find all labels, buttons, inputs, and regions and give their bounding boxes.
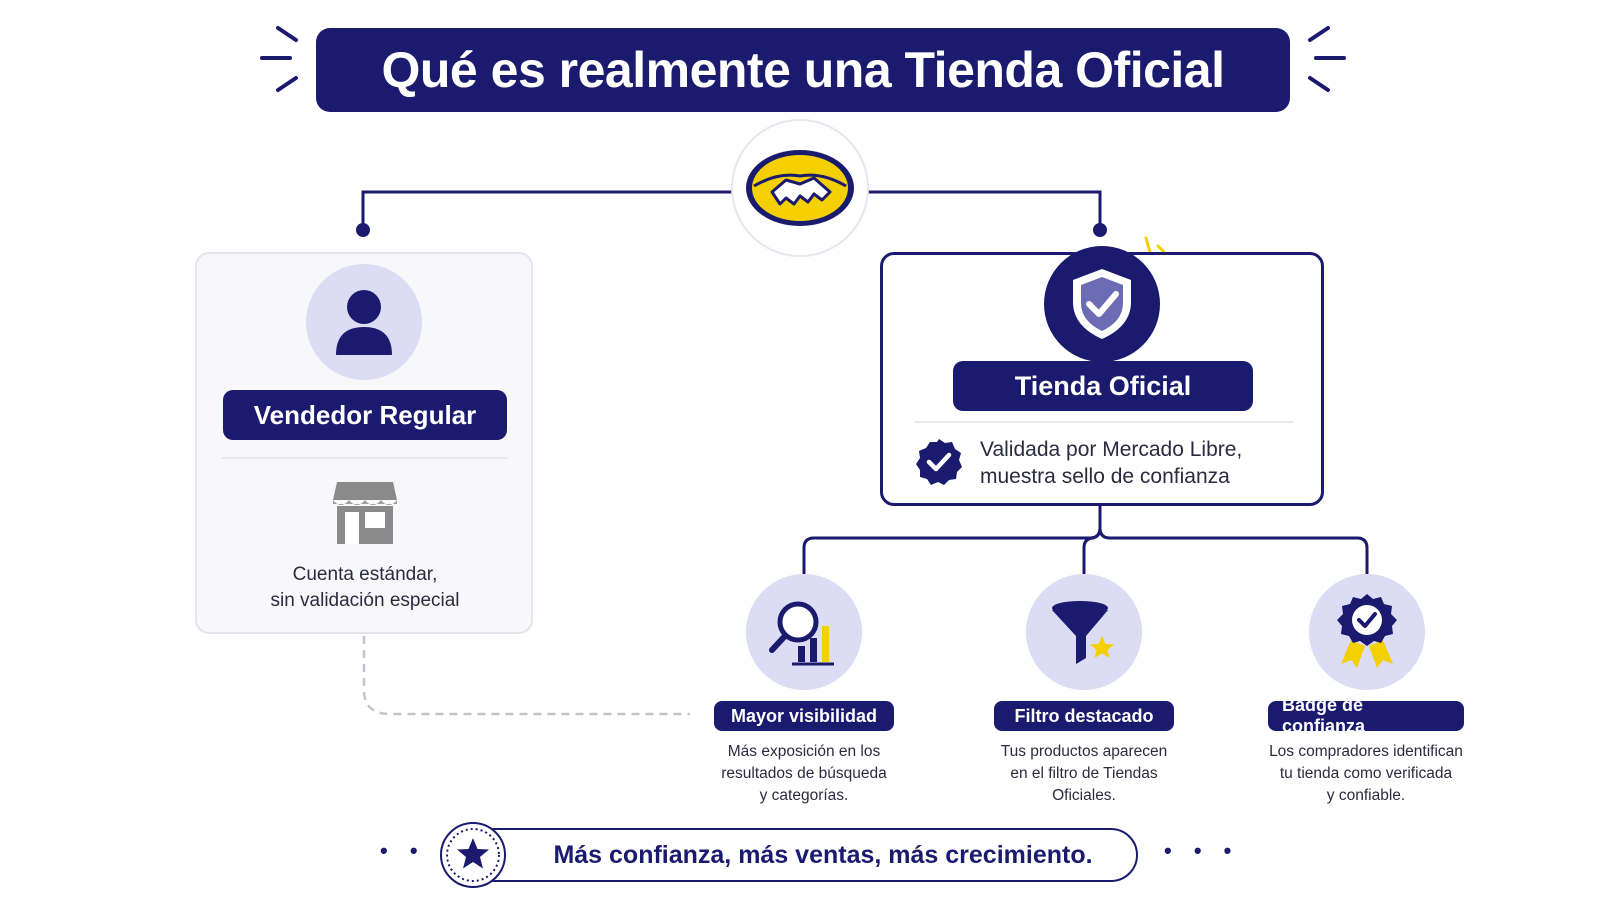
official-description: Validada por Mercado Libre, muestra sell… (980, 438, 1243, 488)
center-logo (731, 119, 869, 257)
benefit-filter-circle (1026, 574, 1142, 690)
search-chart-icon (769, 601, 834, 666)
title-banner: Qué es realmente una Tienda Oficial (316, 28, 1290, 112)
official-store-label: Tienda Oficial (953, 361, 1253, 411)
benefit-visibility-circle (746, 574, 862, 690)
regular-seller-label: Vendedor Regular (223, 390, 507, 440)
branch-filter (1082, 527, 1102, 574)
user-icon (336, 290, 392, 355)
benefit-badge-description: Los compradores identifican tu tienda co… (1269, 743, 1463, 804)
footer-dots-right: • • • (1164, 838, 1240, 863)
connector-left (361, 190, 733, 230)
title-sparkles-left (260, 26, 298, 92)
benefit-badge-circle (1309, 574, 1425, 690)
footer-star-badge (440, 822, 506, 888)
regular-avatar (306, 264, 422, 380)
footer-dots-left: • • • (380, 838, 456, 863)
official-shield-badge (1044, 246, 1160, 362)
benefit-visibility-description: Más exposición en los resultados de búsq… (721, 743, 887, 804)
page-title: Qué es realmente una Tienda Oficial (381, 42, 1226, 98)
filter-star-icon (1052, 601, 1114, 664)
title-sparkles-right (1308, 26, 1346, 92)
benefit-filter-description: Tus productos aparecen en el filtro de T… (1000, 743, 1168, 804)
award-badge-icon (1337, 594, 1397, 668)
regular-divider (222, 457, 508, 459)
storefront-icon (331, 478, 399, 551)
connector-dot-left (356, 223, 370, 237)
dashed-connector (362, 636, 690, 716)
footer-slogan-text: Más confianza, más ventas, más crecimien… (553, 840, 1093, 869)
footer-slogan: Más confianza, más ventas, más crecimien… (468, 828, 1138, 882)
benefit-visibility-label: Mayor visibilidad (714, 701, 894, 731)
handshake-icon (746, 150, 854, 226)
official-divider (914, 421, 1294, 423)
benefit-badge-label: Badge de confianza (1268, 695, 1464, 736)
branch-badge (1098, 527, 1369, 574)
branch-visibility (802, 506, 1102, 574)
shield-check-icon (1073, 269, 1131, 339)
connector-dot-right (1093, 223, 1107, 237)
connector-right (867, 190, 1102, 230)
check-badge-icon (914, 437, 964, 492)
star-icon (446, 828, 500, 882)
regular-description: Cuenta estándar, sin validación especial (270, 564, 460, 611)
regular-seller-card (195, 252, 533, 634)
benefit-filter-label: Filtro destacado (994, 701, 1174, 731)
